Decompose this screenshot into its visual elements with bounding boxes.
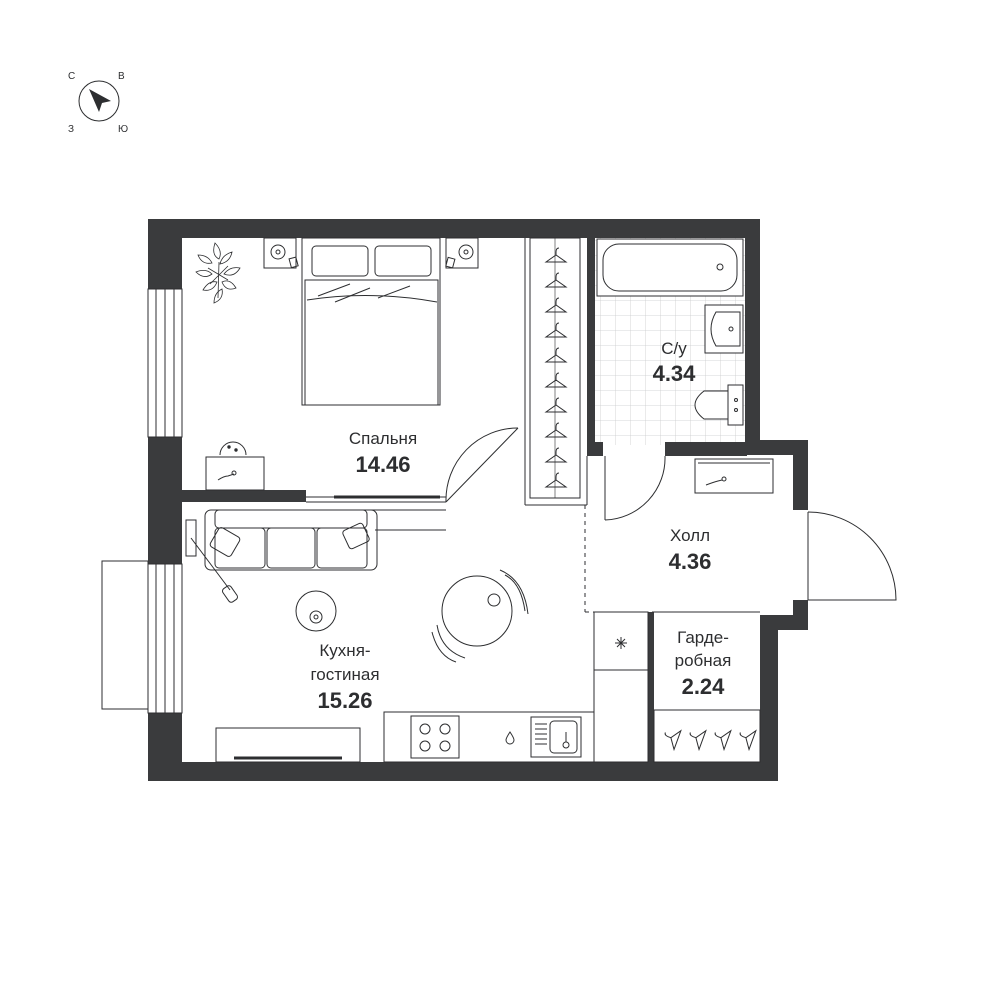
sofa (204, 509, 378, 571)
bathroom-area: 4.34 (653, 361, 697, 386)
bedroom-area: 14.46 (355, 452, 410, 477)
dining-table (431, 569, 529, 663)
bathroom-name: С/у (661, 339, 687, 358)
label-bathroom: С/у 4.34 (653, 339, 697, 386)
hanger-icon (545, 247, 567, 263)
wardrobe-name-2: робная (675, 651, 732, 670)
closet-dressing (653, 709, 761, 763)
label-hall: Холл 4.36 (669, 526, 712, 574)
wardrobe-name-1: Гарде- (677, 628, 729, 647)
hall-area: 4.36 (669, 549, 712, 574)
closet-bedroom (529, 237, 581, 499)
compass-ring (78, 80, 120, 122)
hall-console (694, 458, 774, 494)
window-bedroom (147, 288, 183, 438)
hanger-icon (660, 725, 682, 750)
kitchen-area: 15.26 (317, 688, 372, 713)
compass-south: Ю (118, 124, 128, 135)
nightstand-right (445, 237, 479, 269)
compass-north: С (68, 71, 75, 82)
walls (148, 219, 808, 781)
hanger-icon (545, 272, 567, 288)
bathtub (596, 238, 744, 297)
bed (301, 237, 441, 406)
label-bedroom: Спальня 14.46 (349, 429, 417, 477)
hall-name: Холл (670, 526, 710, 545)
desk-bedroom (205, 441, 265, 491)
hanger-icon (685, 725, 707, 750)
partitions (306, 238, 760, 613)
hanger-rail-dressing (660, 725, 757, 750)
kitchen-name-1: Кухня- (319, 641, 370, 660)
toilet (694, 384, 744, 426)
compass-east: В (118, 71, 125, 82)
door-bedroom (445, 427, 519, 503)
kitchen-counter (383, 611, 649, 763)
kitchen-name-2: гостиная (310, 665, 379, 684)
door-bathroom (604, 455, 666, 521)
hanger-icon (545, 347, 567, 363)
nightstand-left (263, 237, 299, 269)
window-living (101, 560, 183, 714)
hanger-icon (545, 372, 567, 388)
door-entrance (807, 511, 897, 601)
label-kitchen: Кухня- гостиная 15.26 (310, 641, 379, 713)
tv-stand (215, 727, 361, 763)
label-wardrobe: Гарде- робная 2.24 (675, 628, 732, 699)
kitchen-sink (530, 716, 582, 758)
hanger-icon (545, 447, 567, 463)
bedroom-name: Спальня (349, 429, 417, 448)
water-drop-icon (505, 731, 515, 745)
hanger-icon (545, 297, 567, 313)
compass-arrow-icon (89, 89, 111, 112)
hanger-icon (545, 397, 567, 413)
hanger-rail-bedroom (545, 247, 567, 488)
coffee-table (295, 590, 337, 632)
hanger-icon (545, 322, 567, 338)
plant-icon (195, 242, 241, 304)
hanger-icon (545, 472, 567, 488)
floor-lamp (185, 519, 239, 603)
hanger-icon (545, 422, 567, 438)
wardrobe-area: 2.24 (682, 674, 726, 699)
compass-west: З (68, 124, 74, 135)
hanger-icon (735, 725, 757, 750)
sink (704, 304, 744, 354)
compass: С В З Ю (68, 71, 128, 135)
fridge-snowflake-icon (615, 637, 627, 649)
stove-icon (410, 715, 460, 759)
hanger-icon (710, 725, 732, 750)
